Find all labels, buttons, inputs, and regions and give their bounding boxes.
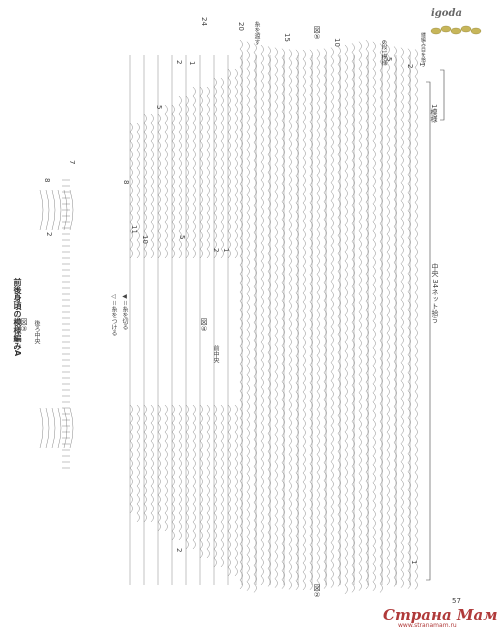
pass-yarn-label: 糸を渡す — [253, 21, 260, 45]
floral-ornament-icon — [430, 25, 482, 35]
row-number-24: 24 — [200, 17, 208, 26]
crochet-stitch-grid — [39, 39, 418, 595]
chart-title: 前後身頃の模様編みA — [13, 278, 22, 357]
figure-label-5: 図⑤ — [313, 26, 321, 41]
fig3-row-2: 2 — [45, 232, 53, 237]
side-row-10: 10 — [141, 235, 149, 244]
watermark-url: www.stranamam.ru — [398, 622, 457, 629]
row-number-1: 1 — [418, 62, 426, 67]
row-number-20: 20 — [237, 22, 245, 31]
watermark-logo: Страна Мам — [383, 606, 498, 624]
upper-row-2: 2 — [175, 60, 183, 65]
figure-label-2: 図② — [313, 584, 321, 599]
cut-yarn-legend: ◀＝糸を切る — [121, 293, 128, 331]
back-center-label: 後ろ中央 — [33, 320, 40, 344]
attach-yarn-legend: ◁＝糸をつける — [110, 293, 117, 337]
center-count-label: 中央 34ネット拾う — [431, 263, 439, 324]
fig3-row-8: 8 — [43, 178, 51, 183]
side-row-8: 8 — [122, 180, 130, 185]
row-number-2: 2 — [406, 64, 414, 69]
upper-row-1: 1 — [188, 61, 196, 66]
row-number-5: 5 — [385, 57, 393, 62]
side-row-2: 2 — [212, 248, 220, 253]
front-center-label: 前中央 — [212, 345, 219, 363]
lower-row-1: 1 — [410, 560, 418, 565]
dimension-brackets — [426, 69, 445, 581]
row-number-10: 10 — [333, 38, 341, 47]
side-row-11: 11 — [130, 225, 138, 234]
page-number: 57 — [452, 597, 461, 605]
side-row-5: 5 — [178, 235, 186, 240]
edge-note-label: 縁編み目を拾う — [420, 32, 426, 67]
upper-row-5: 5 — [155, 105, 163, 110]
brand-logo: igoda — [431, 8, 462, 19]
six-row-pattern-label: 6段1模様 — [380, 40, 387, 66]
row-number-15: 15 — [283, 33, 291, 42]
fig3-row-7: 7 — [68, 160, 76, 165]
figure-label-3: 図③ — [20, 318, 28, 333]
lower-row-2: 2 — [175, 548, 183, 553]
pattern-repeat-label: 1模様 — [430, 104, 438, 123]
side-row-1: 1 — [222, 248, 230, 253]
figure-label-4: 図④ — [200, 318, 208, 333]
